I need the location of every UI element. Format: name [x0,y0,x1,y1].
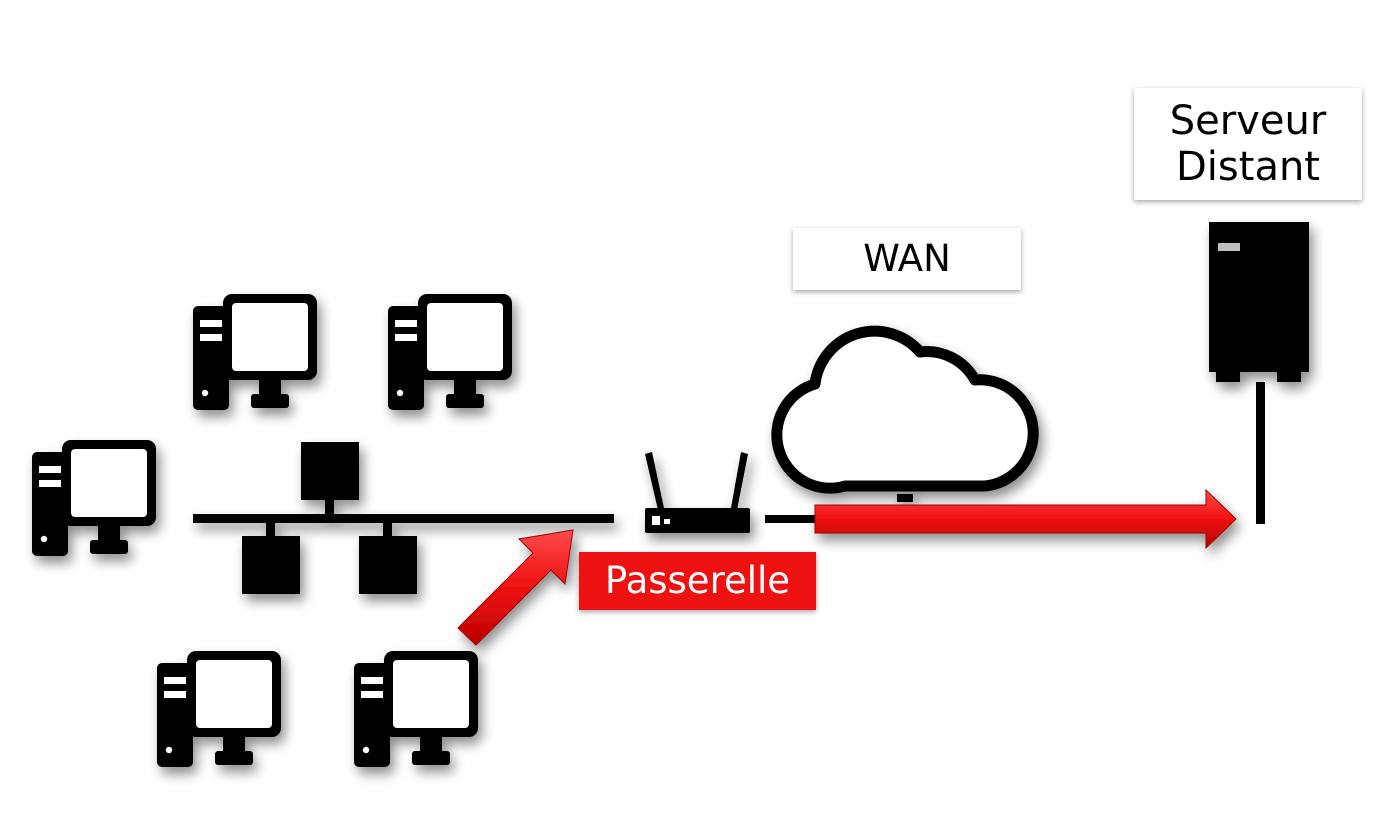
desktop-computer-icon [157,651,281,767]
network-node-icon [242,536,300,594]
server-tower-icon [1209,222,1309,382]
lan-bus [193,442,614,594]
router-icon [645,452,750,533]
cloud-icon [771,325,1039,502]
wan-link-line [765,515,825,523]
server-label: Serveur Distant [1134,88,1362,200]
desktop-computer-icon [388,294,512,410]
network-node-icon [301,442,359,500]
desktop-computer-icon [193,294,317,410]
lan-bus-line [193,514,614,523]
arrow-icon [457,529,574,646]
server-label-line1: Serveur [1169,98,1327,144]
network-node-icon [359,536,417,594]
desktop-computer-icon [32,440,156,556]
arrow-icon [814,488,1237,550]
desktop-computer-icon [354,651,478,767]
gateway-label-text: Passerelle [604,558,791,602]
server-link-line [1256,382,1265,524]
server-label-line2: Distant [1176,144,1320,190]
gateway-label: Passerelle [579,552,816,610]
wan-label-text: WAN [863,236,951,280]
wan-label: WAN [793,228,1021,290]
